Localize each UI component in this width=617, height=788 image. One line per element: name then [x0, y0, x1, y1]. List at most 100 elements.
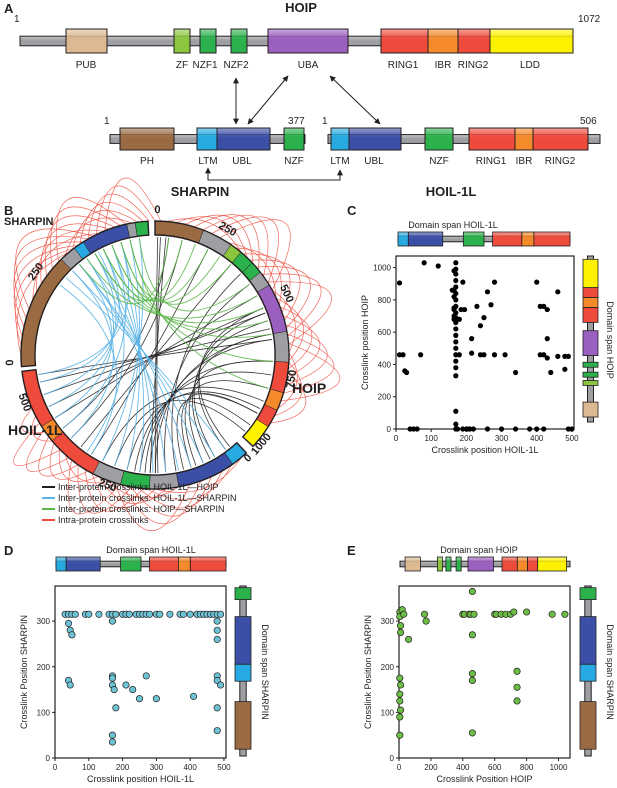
- data-point: [468, 729, 476, 737]
- hoip-title: HOIP: [285, 0, 317, 15]
- data-point: [125, 610, 133, 618]
- crosslink-hoip-sharpin: [79, 237, 170, 305]
- hoip-domain-zf: [173, 28, 191, 54]
- span-right-c-domain: [582, 361, 599, 368]
- y-tick-label: 1000: [373, 264, 391, 273]
- crosslink-hoil-hoip: [126, 393, 258, 470]
- data-point: [179, 610, 187, 618]
- span-top-e-domain: [516, 556, 528, 572]
- x-tick-label: 200: [116, 763, 130, 772]
- crosslink-hoil-hoip: [114, 399, 246, 467]
- data-point: [453, 266, 459, 272]
- intra-crosslink-hoip: [202, 214, 269, 277]
- crosslink-hoip-sharpin: [102, 248, 269, 330]
- intra-crosslink-hoil: [106, 479, 179, 499]
- span-top-d-domain: [65, 556, 101, 572]
- data-point: [397, 681, 405, 689]
- ring-label-sharpin: SHARPIN: [4, 216, 54, 228]
- x-tick-label: 300: [150, 763, 164, 772]
- ring-tick-label: 0: [154, 204, 160, 216]
- hoip-label-pub: PUB: [76, 60, 97, 71]
- data-point: [534, 426, 540, 432]
- crosslink-hoil-hoip: [70, 240, 183, 439]
- data-point: [146, 610, 154, 618]
- sharpin-title: SHARPIN: [171, 184, 230, 199]
- data-point: [484, 426, 491, 432]
- data-point: [453, 332, 459, 338]
- span-top-e-domain: [527, 556, 539, 572]
- intra-crosslink-sharpin: [87, 193, 150, 239]
- intra-crosslink-hoip: [283, 333, 335, 394]
- intra-crosslink-sharpin: [72, 210, 138, 250]
- span-top-e-domain: [436, 556, 443, 572]
- y-tick-label: 300: [37, 617, 51, 626]
- y-tick-label: 200: [381, 663, 395, 672]
- crosslink-hoil-hoip: [193, 320, 269, 457]
- ring-tick-label: 500: [16, 392, 34, 413]
- span-right-label-c: Domain span HOIP: [605, 301, 615, 379]
- y-tick-label: 0: [46, 754, 51, 763]
- hoil-label-ubl: UBL: [364, 156, 384, 167]
- hoil-backbone-linker: [327, 134, 601, 144]
- crosslink-hoil-sharpin: [94, 253, 167, 473]
- x-tick-label: 300: [495, 434, 509, 443]
- span-top-c-domain: [521, 231, 535, 247]
- sharpin-end-number: 377: [288, 116, 305, 127]
- x-tick-label: 500: [217, 763, 231, 772]
- intra-crosslink-hoip: [249, 259, 301, 321]
- data-point: [152, 695, 160, 703]
- data-point: [491, 279, 498, 285]
- intra-crosslink-hoip: [211, 216, 279, 284]
- hoip-label-ring1: RING1: [388, 60, 419, 71]
- panel-label-b: B: [4, 203, 13, 218]
- data-point: [477, 323, 484, 329]
- intra-crosslink-hoil: [21, 408, 46, 434]
- data-point: [481, 352, 487, 358]
- span-top-e-domain: [501, 556, 518, 572]
- data-point: [396, 690, 404, 698]
- data-point: [110, 686, 118, 694]
- intra-crosslink-hoip: [283, 315, 321, 378]
- data-point: [513, 697, 521, 705]
- span-right-label-e: Domain span SHARPIN: [605, 624, 615, 720]
- legend-label: Inter-protein crosslinks: HOIL-1L—HOIP: [58, 482, 219, 492]
- y-tick-label: 400: [378, 360, 392, 369]
- data-point: [190, 692, 198, 700]
- data-point: [405, 635, 413, 643]
- y-tick-label: 100: [37, 708, 51, 717]
- data-point: [456, 352, 462, 358]
- data-point: [474, 303, 480, 309]
- data-point: [502, 352, 508, 358]
- y-axis-label: Crosslink position HOIP: [360, 295, 370, 390]
- ring-label-hoip: HOIP: [292, 380, 326, 396]
- data-point: [565, 353, 571, 359]
- span-right-label-d: Domain span SHARPIN: [260, 624, 270, 720]
- span-right-c-domain: [582, 258, 599, 288]
- crosslink-hoil-hoip: [156, 237, 161, 473]
- data-point: [217, 610, 225, 618]
- intra-crosslink-sharpin: [40, 223, 110, 285]
- data-point: [112, 610, 120, 618]
- crosslink-hoil-hoip: [43, 312, 266, 395]
- span-top-label-c: Domain span HOIL-1L: [408, 220, 498, 230]
- data-point: [396, 697, 404, 705]
- crosslink-hoil-sharpin: [62, 244, 127, 429]
- data-point: [142, 672, 150, 680]
- y-tick-label: 0: [390, 754, 395, 763]
- x-tick-label: 0: [394, 434, 399, 443]
- sharpin-domain-ltm: [196, 127, 218, 151]
- data-point: [400, 352, 406, 358]
- data-point: [468, 670, 476, 678]
- x-tick-label: 800: [520, 763, 534, 772]
- intra-crosslink-hoil: [84, 469, 144, 512]
- span-top-c-domain: [533, 231, 571, 247]
- x-tick-label: 400: [456, 763, 470, 772]
- sharpin-start-number: 1: [104, 116, 110, 127]
- data-point: [213, 626, 221, 634]
- crosslink-hoil-hoip: [102, 386, 264, 461]
- data-point: [85, 610, 93, 618]
- data-point: [513, 426, 519, 432]
- data-point: [488, 302, 494, 308]
- y-axis-label: Crosslink Position SHARPIN: [19, 615, 29, 729]
- data-point: [470, 426, 476, 432]
